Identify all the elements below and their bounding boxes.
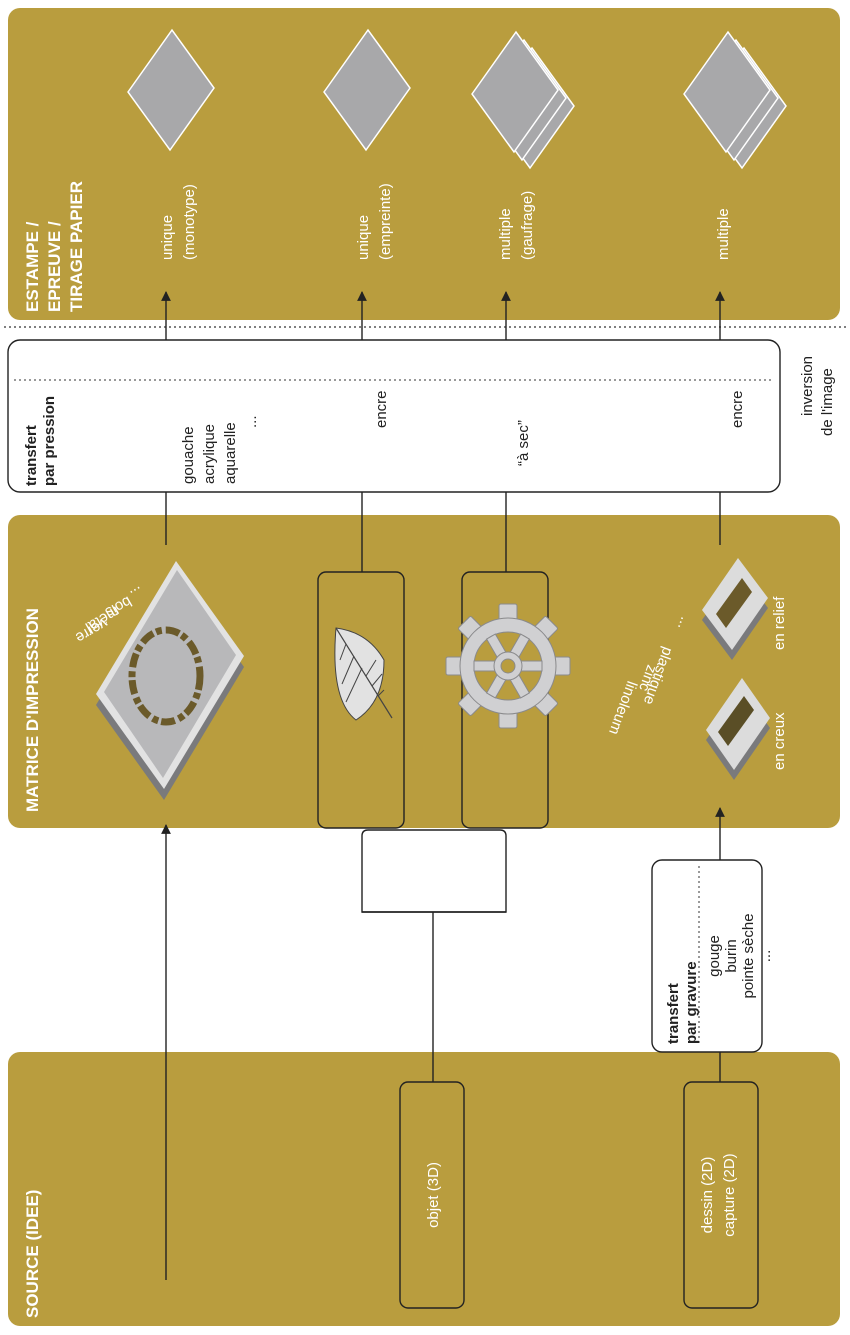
paper-single-row1 <box>127 28 215 152</box>
estampe-header-1: ESTAMPE / <box>23 221 42 312</box>
pression-row4: encre <box>729 390 746 428</box>
dessin-label-2: capture (2D) <box>721 1153 738 1236</box>
pression-row1-4: ... <box>243 415 260 428</box>
gravure-tool-1: gouge <box>706 935 723 977</box>
gravure-tool-4: ... <box>757 950 774 963</box>
paper-single-row2 <box>323 28 411 152</box>
pression-title-2: par pression <box>41 396 58 486</box>
pression-row3: “à sec” <box>515 420 532 466</box>
pression-row2: encre <box>373 390 390 428</box>
objet-box <box>399 1081 465 1309</box>
en-creux-block <box>706 678 770 780</box>
inversion-label-1: inversion <box>799 356 816 416</box>
paper-stack-row3 <box>471 30 575 170</box>
estampe-band <box>8 8 840 320</box>
pression-row1-3: aquarelle <box>222 422 239 484</box>
gravure-tool-2: burin <box>723 939 740 972</box>
dessin-label-1: dessin (2D) <box>699 1157 716 1234</box>
pression-row1-1: gouache <box>180 426 197 484</box>
materials2-4: ... <box>674 615 694 633</box>
gravure-title-1: transfert <box>665 983 682 1044</box>
gravure-tool-3: pointe sèche <box>740 913 757 998</box>
output-row1-2: (monotype) <box>181 184 198 260</box>
estampe-header-3: TIRAGE PAPIER <box>67 181 86 312</box>
output-row3-1: multiple <box>497 208 514 260</box>
dessin-box <box>683 1081 759 1309</box>
paper-stack-row4 <box>683 30 787 170</box>
output-row2-1: unique <box>355 215 372 260</box>
inversion-label-2: de l'image <box>819 368 836 436</box>
pression-box <box>7 339 781 493</box>
objet-label: objet (3D) <box>425 1162 442 1228</box>
gear-icon <box>445 603 571 729</box>
output-row3-2: (gaufrage) <box>519 191 536 260</box>
en-relief-label: en relief <box>771 596 788 650</box>
leaf-icon <box>334 627 393 721</box>
matrice-band <box>8 515 840 828</box>
en-relief-block <box>702 558 768 660</box>
matrice-header: MATRICE D'IMPRESSION <box>23 608 42 812</box>
output-row1-1: unique <box>159 215 176 260</box>
output-row2-2: (empreinte) <box>377 183 394 260</box>
estampe-header-2: EPREUVE / <box>45 221 64 312</box>
gravure-box <box>651 859 763 1053</box>
gravure-title-2: par gravure <box>683 961 700 1044</box>
en-creux-label: en creux <box>771 712 788 770</box>
pression-row1-2: acrylique <box>201 424 218 484</box>
output-row4-1: multiple <box>715 208 732 260</box>
monotype-plate <box>96 561 244 800</box>
pression-row1-bg <box>176 385 276 485</box>
line-objet-fork <box>361 829 507 913</box>
pression-title-1: transfert <box>23 425 40 486</box>
source-header: SOURCE (IDEE) <box>23 1190 42 1318</box>
